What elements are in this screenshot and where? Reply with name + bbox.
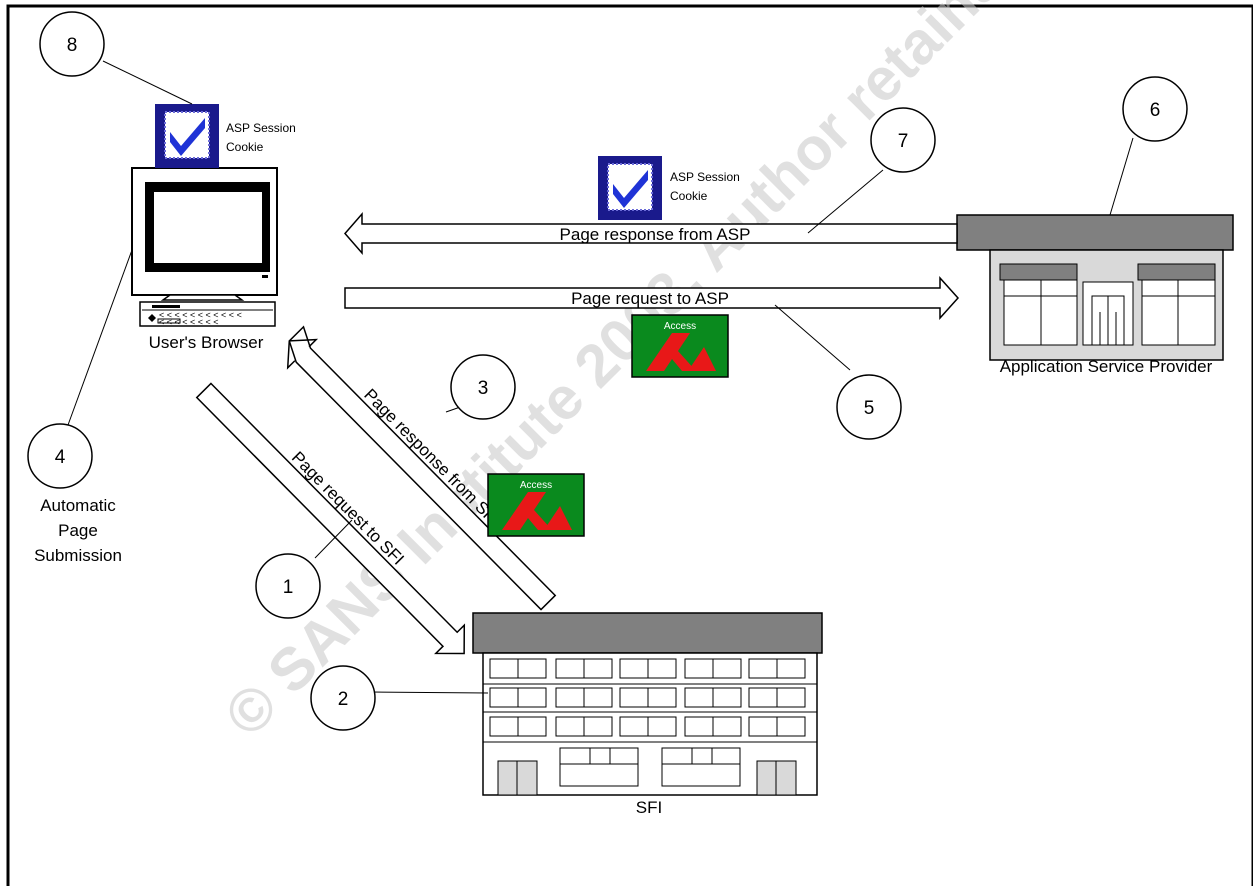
leader-lines [67, 60, 1134, 694]
step-6-badge: 6 [1122, 76, 1188, 142]
svg-text:1: 1 [283, 577, 294, 598]
asp-building-icon [956, 214, 1234, 361]
asp-label: Application Service Provider [1000, 357, 1213, 376]
auto-submission-line1: Automatic [40, 496, 116, 515]
asp-cookie-checkbox-icon [597, 155, 663, 221]
step-5-badge: 5 [836, 374, 902, 440]
sfi-building-icon [472, 612, 823, 796]
svg-text:2: 2 [338, 689, 349, 710]
access-badge-asp-label: Access [664, 321, 696, 332]
arrow-request-to-asp-label: Page request to ASP [571, 289, 729, 308]
step-8-badge: 8 [39, 11, 105, 77]
asp-cookie-line2: Cookie [670, 189, 708, 203]
access-badge-sfi-label: Access [520, 480, 552, 491]
step-2-badge: 2 [310, 665, 376, 731]
svg-text:4: 4 [55, 447, 66, 468]
svg-text:6: 6 [1150, 100, 1161, 121]
browser-cookie-checkbox-icon [154, 103, 220, 169]
svg-text:3: 3 [478, 378, 489, 399]
step-3-badge: 3 [450, 354, 516, 420]
step-1-badge: 1 [255, 553, 321, 619]
browser-cookie-line2: Cookie [226, 140, 264, 154]
svg-text:< < < < < < < <: < < < < < < < < [159, 317, 219, 327]
access-badge-asp-icon: Access [631, 314, 729, 378]
access-badge-sfi-icon: Access [487, 473, 585, 537]
svg-text:7: 7 [898, 131, 909, 152]
svg-text:5: 5 [864, 398, 875, 419]
browser-computer-icon: < < < < < < < < < < < < < < < < < < < [131, 167, 278, 327]
svg-text:8: 8 [67, 35, 78, 56]
step-7-badge: 7 [870, 107, 936, 173]
asp-cookie-line1: ASP Session [670, 170, 740, 184]
sfi-label: SFI [636, 798, 662, 817]
diagram-border [6, 4, 1253, 886]
arrow-response-from-asp-label: Page response from ASP [560, 225, 751, 244]
auto-submission-line3: Submission [34, 546, 122, 565]
svg-text:< < < < < < < < < < <: < < < < < < < < < < < [159, 310, 242, 320]
arrow-request-to-asp: Page request to ASP [344, 276, 960, 320]
step-4-badge: 4 [27, 423, 93, 489]
browser-cookie-line1: ASP Session [226, 121, 296, 135]
arrow-response-from-asp: Page response from ASP [344, 211, 958, 256]
browser-label: User's Browser [149, 333, 264, 352]
auto-submission-line2: Page [58, 521, 98, 540]
